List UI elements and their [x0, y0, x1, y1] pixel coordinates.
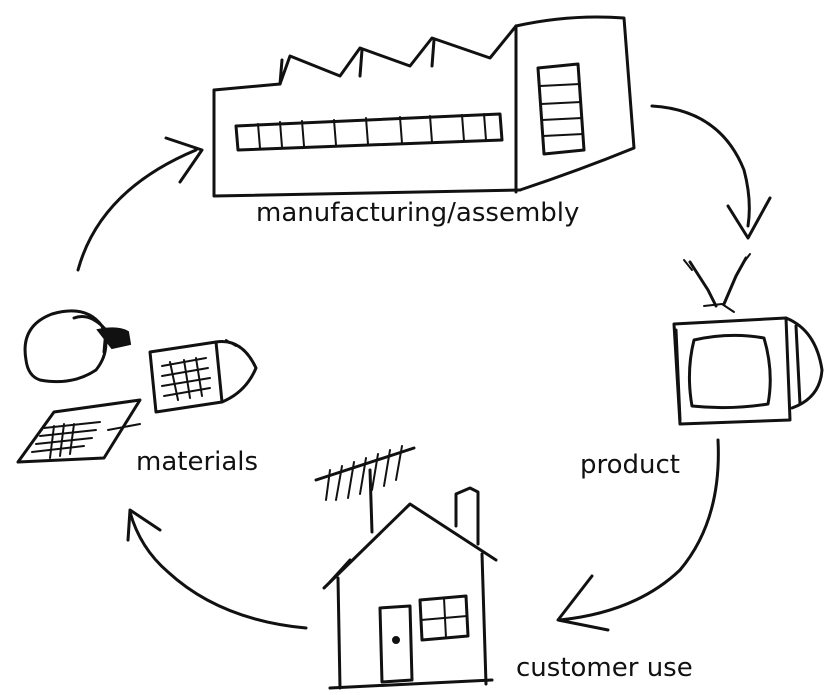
arrow-to-customer-use — [556, 438, 720, 632]
label-customer-use: customer use — [516, 653, 693, 683]
label-materials: materials — [136, 447, 259, 477]
raw-materials-icon — [16, 309, 258, 464]
label-product: product — [580, 450, 681, 480]
label-manufacturing-assembly: manufacturing/assembly — [256, 198, 580, 228]
arrow-to-manufacturing — [76, 136, 204, 272]
factory-icon — [212, 15, 636, 198]
arrow-to-product — [650, 104, 772, 240]
arrow-to-materials — [126, 508, 308, 630]
house-icon — [314, 445, 498, 690]
television-icon — [672, 253, 824, 426]
